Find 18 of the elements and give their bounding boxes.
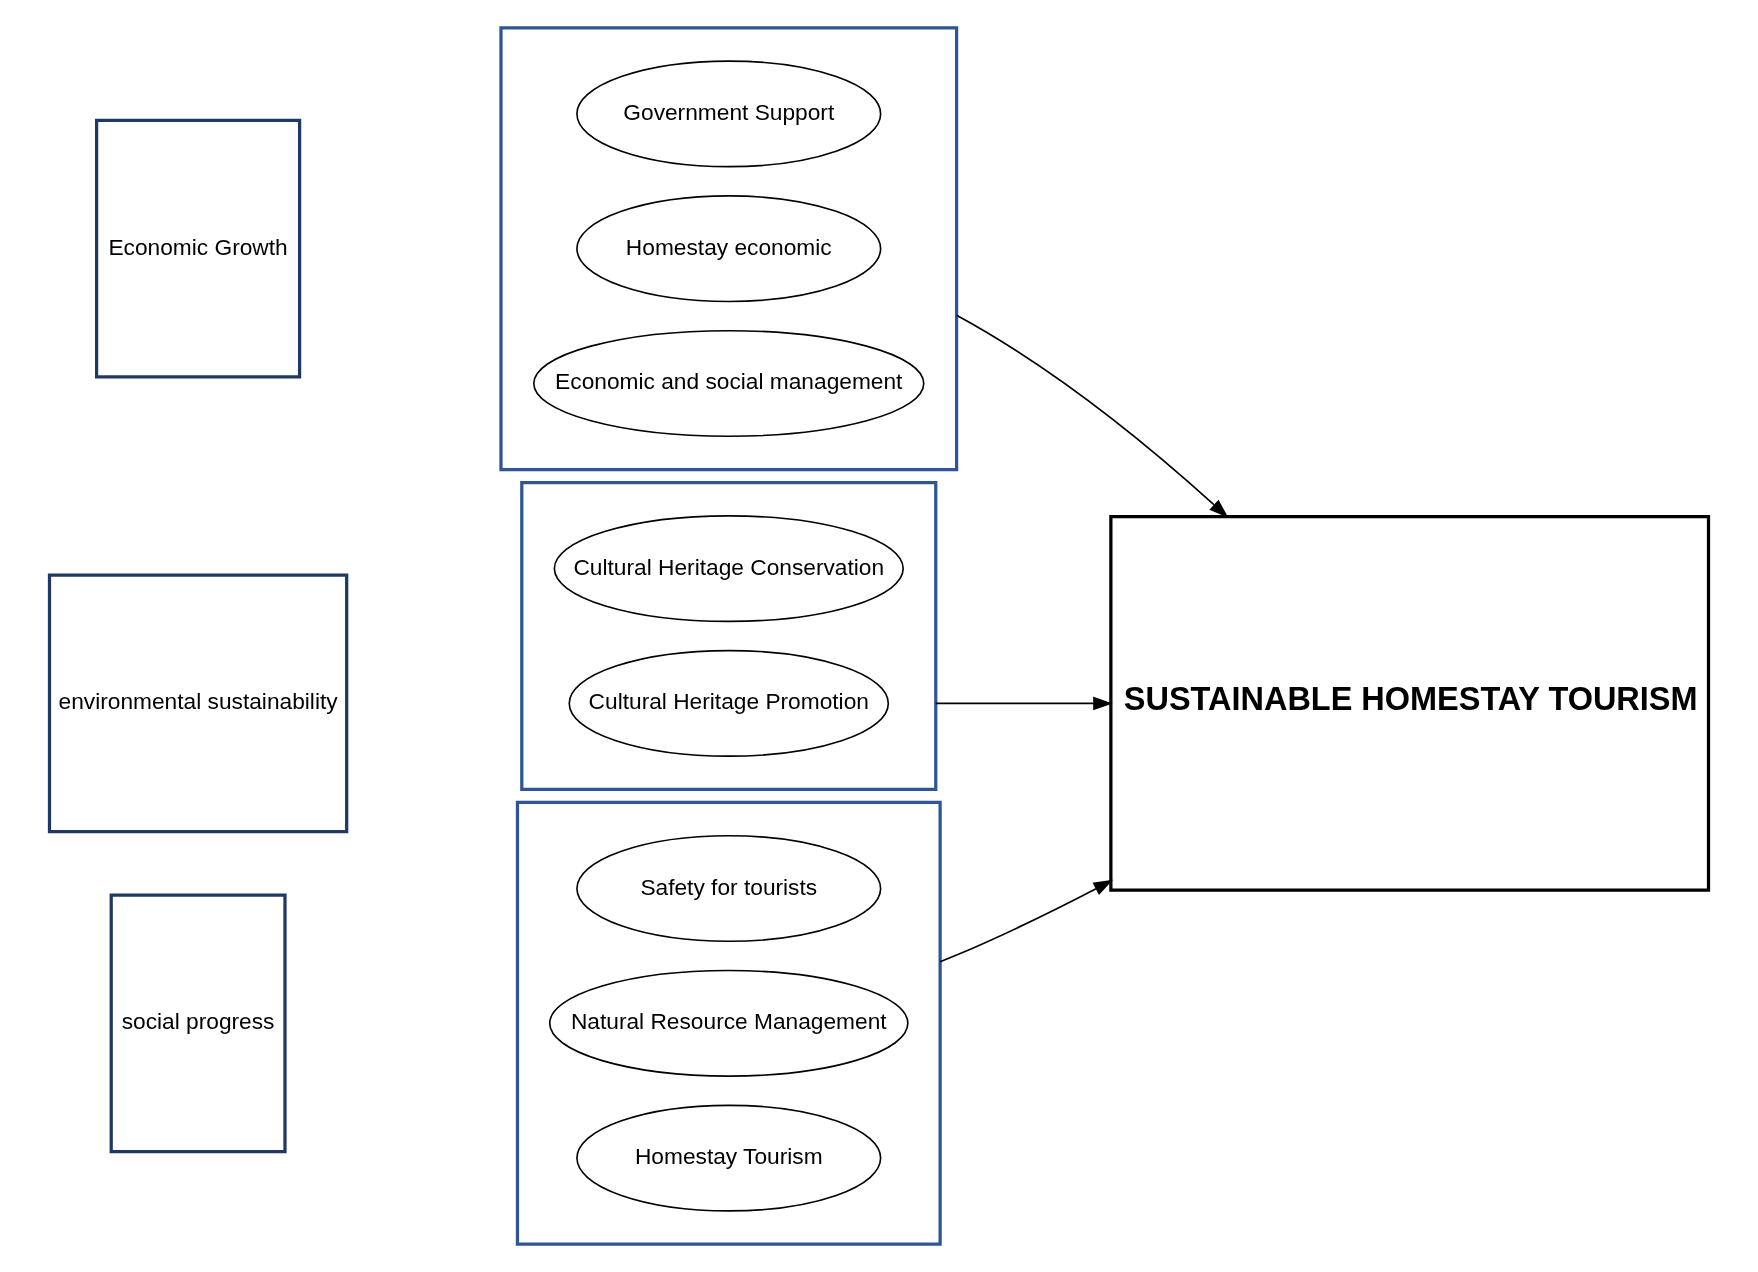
node-box: Economic Growth: [94, 118, 302, 379]
node-box: SUSTAINABLE HOMESTAY TOURISM: [1109, 515, 1711, 892]
node-ellipse: Safety for tourists: [576, 834, 882, 943]
arrow: [939, 879, 1114, 963]
cluster: [520, 480, 938, 792]
node-ellipse: Government Support: [576, 60, 882, 168]
node-ellipse: Cultural Heritage Promotion: [568, 649, 890, 757]
node-ellipse: Homestay Tourism: [576, 1104, 882, 1212]
arrow: [955, 314, 1229, 518]
arrow: [934, 696, 1113, 711]
node-ellipse: Homestay economic: [576, 195, 882, 303]
cluster: [515, 800, 942, 1246]
node-ellipse: Economic and social management: [533, 329, 925, 438]
node-ellipse: Cultural Heritage Conservation: [553, 515, 904, 623]
node-box: social progress: [109, 893, 287, 1154]
node-ellipse: Natural Resource Management: [548, 969, 909, 1077]
cluster: [499, 26, 959, 472]
node-box: environmental sustainability: [47, 573, 349, 834]
